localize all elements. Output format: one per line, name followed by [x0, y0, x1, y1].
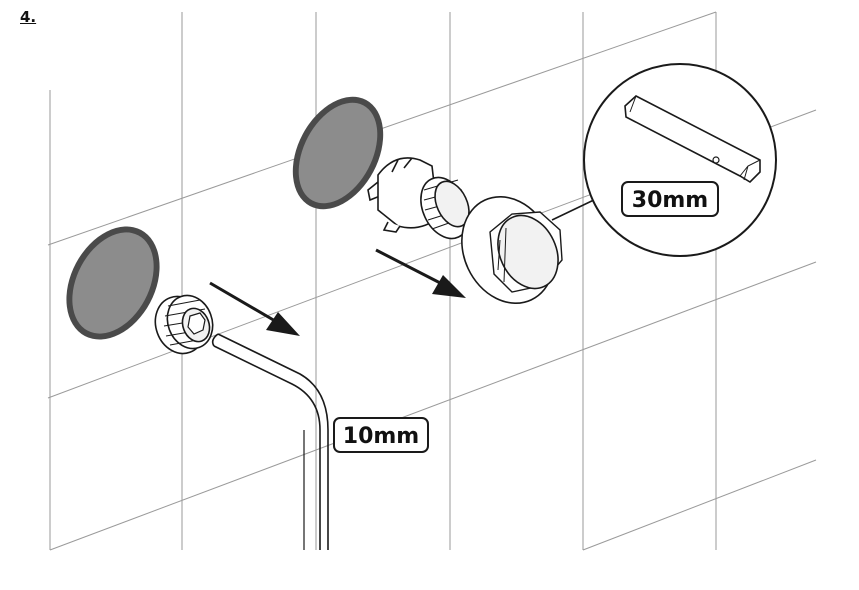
hex-cover-ring — [461, 195, 563, 305]
removal-arrow-left — [209, 281, 300, 336]
allen-key — [211, 333, 329, 550]
socket-wrench-size-label: 30mm — [621, 181, 719, 217]
left-cover-cap — [66, 226, 160, 340]
socket-wrench — [624, 95, 761, 184]
svg-text:30mm: 30mm — [632, 188, 708, 213]
valve-cartridge — [367, 157, 470, 240]
svg-text:10mm: 10mm — [343, 424, 419, 449]
middle-cover-cap — [292, 96, 384, 210]
threaded-plug — [154, 294, 214, 355]
allen-key-size-label: 10mm — [333, 417, 429, 453]
step-number: 4. — [20, 8, 37, 26]
detail-leader-line — [551, 197, 599, 221]
removal-arrow-middle — [375, 248, 466, 298]
